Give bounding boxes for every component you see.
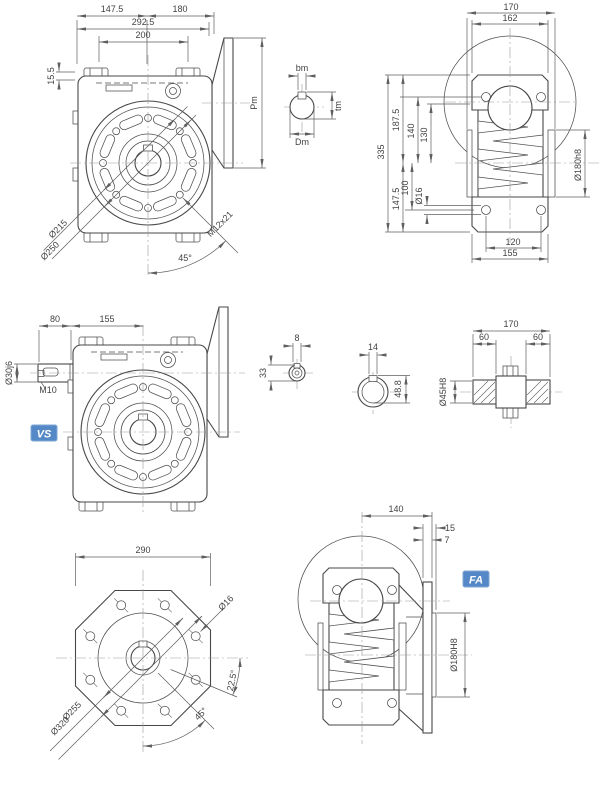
front-view: 147.5 180 292.5 200 15.5 Pm Ø215 Ø250 M1… — [39, 4, 266, 278]
tap-m10: M10 — [39, 385, 57, 395]
worm-shaft-section: 8 33 — [258, 333, 313, 391]
dim-14: 14 — [368, 342, 378, 352]
dim-8: 8 — [294, 333, 299, 343]
dim-33: 33 — [258, 368, 268, 378]
dim-dm: Dm — [295, 137, 309, 147]
fa-flange-plate — [422, 581, 433, 734]
dia-180h8: Ø180h8 — [573, 149, 583, 181]
dia-30j6: Ø30j6 — [4, 361, 14, 385]
motor-shaft-section: bm tm Dm — [284, 63, 343, 147]
dim-147-5: 147.5 — [101, 4, 124, 14]
hollow-bore-section: 14 48.8 — [352, 342, 410, 414]
hatch-right-sleeve — [526, 380, 549, 404]
fa-badge-label: FA — [469, 575, 483, 587]
vs-badge — [30, 424, 58, 442]
dim-162: 162 — [502, 13, 517, 23]
dia-250: Ø250 — [39, 240, 62, 263]
dim-bm: bm — [296, 63, 309, 73]
vs-view: 80 155 Ø30j6 M10 VS — [4, 306, 245, 512]
dim-60-left: 60 — [479, 332, 489, 342]
dim-15: 15 — [445, 523, 455, 533]
dim-130: 130 — [419, 127, 429, 142]
gearbox-front-body — [72, 37, 234, 243]
dim-tm: tm — [333, 101, 343, 111]
dim-15-5: 15.5 — [46, 67, 56, 85]
dim-187-5: 187.5 — [391, 109, 401, 132]
dim-120: 120 — [505, 237, 520, 247]
side-view: 170 162 335 187.5 147.5 140 130 100 Ø16 … — [376, 2, 600, 263]
hollow-shaft-view: 170 60 60 Ø45H8 — [438, 319, 562, 428]
dia-180H8: Ø180H8 — [449, 638, 459, 672]
dim-pm: Pm — [249, 96, 259, 110]
dim-7: 7 — [444, 535, 449, 545]
angle-45: 45° — [178, 253, 192, 263]
dia-16: Ø16 — [216, 593, 235, 612]
hatch-left-sleeve — [473, 380, 496, 404]
dim-155: 155 — [99, 314, 114, 324]
dia-45h8: Ø45H8 — [438, 378, 448, 407]
dim-100: 100 — [400, 180, 410, 195]
angle-22-5: 22.5° — [225, 669, 239, 692]
dia-16: Ø16 — [414, 187, 424, 204]
dim-155: 155 — [502, 248, 517, 258]
gearbox-front-body-vs — [67, 306, 229, 512]
dim-147-5: 147.5 — [391, 188, 401, 211]
dim-290: 290 — [135, 545, 150, 555]
vs-badge-label: VS — [37, 429, 52, 441]
angle-45: 45° — [193, 705, 210, 722]
dim-60-right: 60 — [533, 332, 543, 342]
dim-170: 170 — [503, 2, 518, 12]
gearbox-side-body — [466, 74, 556, 233]
fa-badge — [462, 570, 490, 588]
dim-170: 170 — [503, 319, 518, 329]
dim-140: 140 — [388, 504, 403, 514]
fa-view: 140 15 7 Ø180H8 FA — [297, 504, 490, 744]
flange-view: 290 Ø16 22.5° 45° Ø255 Ø320 — [49, 545, 248, 760]
dim-200: 200 — [135, 30, 150, 40]
dia-215: Ø215 — [47, 218, 70, 241]
dim-80: 80 — [50, 314, 60, 324]
dim-180: 180 — [172, 4, 187, 14]
dim-292-5: 292.5 — [132, 17, 155, 27]
dim-48-8: 48.8 — [393, 380, 403, 398]
dim-140: 140 — [406, 123, 416, 138]
dim-335: 335 — [376, 144, 386, 159]
